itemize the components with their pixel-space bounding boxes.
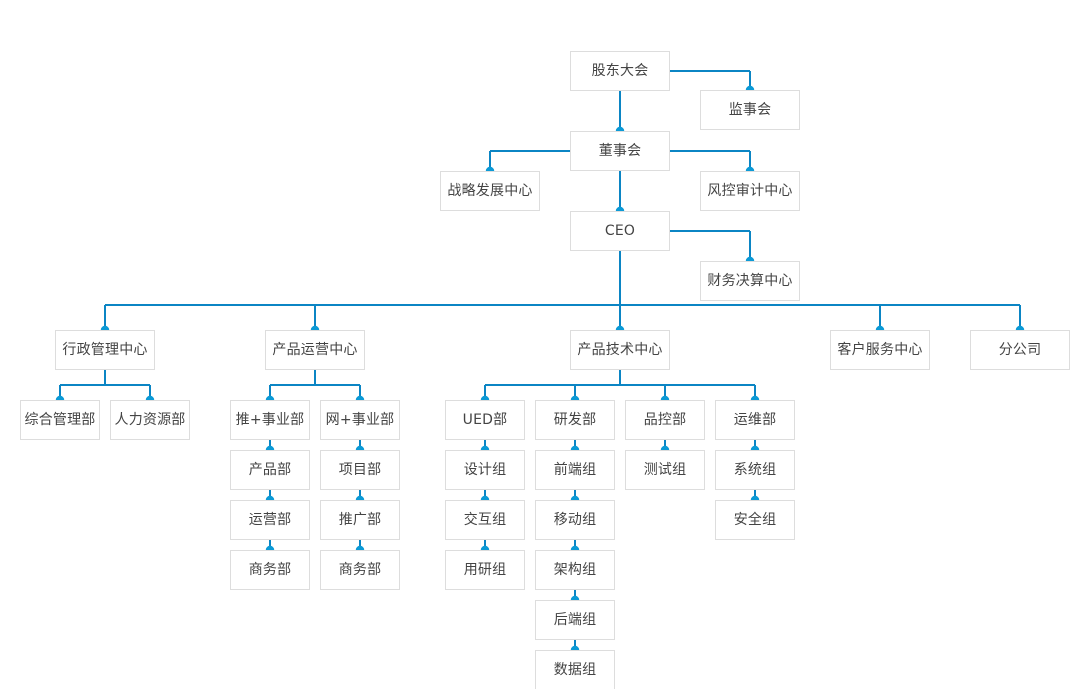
org-node-n33[interactable]: 测试组 (625, 450, 705, 490)
org-node-n1[interactable]: 监事会 (700, 90, 800, 130)
org-node-n25[interactable]: 用研组 (445, 550, 525, 590)
org-node-label: 产品部 (248, 462, 292, 478)
org-node-n7[interactable]: 行政管理中心 (55, 330, 155, 370)
org-node-n27[interactable]: 前端组 (535, 450, 615, 490)
org-node-n15[interactable]: 产品部 (230, 450, 310, 490)
org-node-n19[interactable]: 项目部 (320, 450, 400, 490)
org-node-label: 风控审计中心 (707, 183, 793, 199)
org-node-label: 监事会 (728, 102, 772, 118)
org-node-label: 运维部 (733, 412, 777, 428)
org-node-n17[interactable]: 商务部 (230, 550, 310, 590)
org-node-label: 战略发展中心 (447, 183, 533, 199)
org-node-label: 交互组 (463, 512, 507, 528)
org-node-label: CEO (604, 223, 636, 239)
org-node-n10[interactable]: 客户服务中心 (830, 330, 930, 370)
org-node-label: 运营部 (248, 512, 292, 528)
org-node-label: 数据组 (553, 662, 597, 678)
org-node-label: 研发部 (553, 412, 597, 428)
org-node-label: 股东大会 (591, 63, 649, 79)
org-node-label: 前端组 (553, 462, 597, 478)
org-node-label: 测试组 (643, 462, 687, 478)
org-node-label: 客户服务中心 (837, 342, 923, 358)
org-node-label: 安全组 (733, 512, 777, 528)
org-node-label: 后端组 (553, 612, 597, 628)
org-node-n28[interactable]: 移动组 (535, 500, 615, 540)
org-node-label: 商务部 (248, 562, 292, 578)
org-node-n13[interactable]: 人力资源部 (110, 400, 190, 440)
org-node-n20[interactable]: 推广部 (320, 500, 400, 540)
org-node-label: 系统组 (733, 462, 777, 478)
org-node-n6[interactable]: 财务决算中心 (700, 261, 800, 301)
org-node-n3[interactable]: 战略发展中心 (440, 171, 540, 211)
org-node-n5[interactable]: CEO (570, 211, 670, 251)
org-node-label: 产品技术中心 (577, 342, 663, 358)
org-node-n0[interactable]: 股东大会 (570, 51, 670, 91)
org-node-n31[interactable]: 数据组 (535, 650, 615, 689)
org-node-label: 综合管理部 (24, 412, 96, 428)
org-node-label: 产品运营中心 (272, 342, 358, 358)
org-node-n2[interactable]: 董事会 (570, 131, 670, 171)
org-node-label: 用研组 (463, 562, 507, 578)
org-node-n36[interactable]: 安全组 (715, 500, 795, 540)
org-node-label: 财务决算中心 (707, 273, 793, 289)
org-node-label: 项目部 (338, 462, 382, 478)
org-node-label: 架构组 (553, 562, 597, 578)
org-node-n4[interactable]: 风控审计中心 (700, 171, 800, 211)
org-node-n21[interactable]: 商务部 (320, 550, 400, 590)
org-node-n14[interactable]: 推+事业部 (230, 400, 310, 440)
org-node-label: 分公司 (998, 342, 1042, 358)
org-node-n16[interactable]: 运营部 (230, 500, 310, 540)
org-node-n9[interactable]: 产品技术中心 (570, 330, 670, 370)
org-node-n22[interactable]: UED部 (445, 400, 525, 440)
org-node-label: 商务部 (338, 562, 382, 578)
org-node-n30[interactable]: 后端组 (535, 600, 615, 640)
org-node-label: 人力资源部 (114, 412, 186, 428)
org-node-label: UED部 (462, 412, 508, 428)
org-node-label: 品控部 (643, 412, 687, 428)
org-node-label: 推广部 (338, 512, 382, 528)
org-node-n32[interactable]: 品控部 (625, 400, 705, 440)
org-node-n29[interactable]: 架构组 (535, 550, 615, 590)
org-node-label: 推+事业部 (235, 412, 305, 428)
org-node-n34[interactable]: 运维部 (715, 400, 795, 440)
org-node-n8[interactable]: 产品运营中心 (265, 330, 365, 370)
org-node-n35[interactable]: 系统组 (715, 450, 795, 490)
org-node-label: 董事会 (598, 143, 642, 159)
org-node-n26[interactable]: 研发部 (535, 400, 615, 440)
org-node-n23[interactable]: 设计组 (445, 450, 525, 490)
org-node-n24[interactable]: 交互组 (445, 500, 525, 540)
org-node-label: 网+事业部 (325, 412, 395, 428)
org-node-label: 行政管理中心 (62, 342, 148, 358)
org-node-n12[interactable]: 综合管理部 (20, 400, 100, 440)
org-node-n18[interactable]: 网+事业部 (320, 400, 400, 440)
org-node-label: 设计组 (463, 462, 507, 478)
org-node-n11[interactable]: 分公司 (970, 330, 1070, 370)
org-node-label: 移动组 (553, 512, 597, 528)
